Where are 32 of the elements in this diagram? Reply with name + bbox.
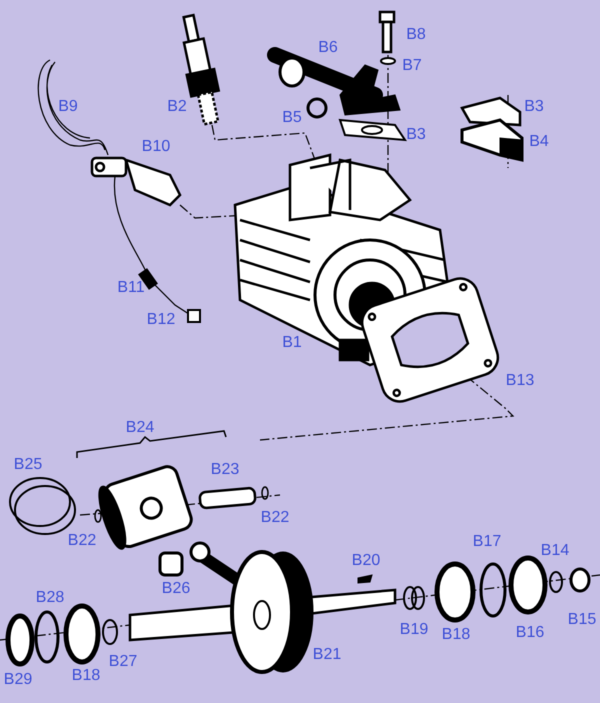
callout-number: B29 <box>4 671 32 689</box>
callout-number: B23 <box>210 461 240 479</box>
callout-number: B5 <box>282 109 302 127</box>
callout-number: B7 <box>402 57 422 75</box>
callout-number: B2 <box>167 98 187 116</box>
callout-number: B6 <box>318 39 338 57</box>
callout-number: B15 <box>568 611 596 629</box>
callout-number: B14 <box>540 542 570 560</box>
callout-number: B18 <box>72 667 100 685</box>
callout-number: B20 <box>352 552 380 570</box>
callout-number: B17 <box>472 533 502 551</box>
callout-number: B11 <box>117 279 145 297</box>
callout-number: B19 <box>400 621 428 639</box>
callout-number: B12 <box>146 311 176 329</box>
callout-number: B22 <box>260 509 290 527</box>
callout-number: B16 <box>516 624 544 642</box>
callout-number: B10 <box>142 138 170 156</box>
callout-number: B27 <box>108 653 138 671</box>
callout-number: B18 <box>442 626 470 644</box>
callout-number: B4 <box>529 133 549 151</box>
callout-number: B1 <box>282 334 302 352</box>
callout-number: B21 <box>312 646 342 664</box>
callout-number: B8 <box>406 26 426 44</box>
callout-number: B28 <box>36 589 64 607</box>
callout-number: B22 <box>68 532 96 550</box>
callout-number: B9 <box>58 98 78 116</box>
callout-number: B3 <box>406 126 426 144</box>
callout-number: B3 <box>524 98 544 116</box>
callout-number: B25 <box>14 456 42 474</box>
callout-number: B13 <box>506 372 534 390</box>
callout-number: B26 <box>162 580 190 598</box>
callout-number: B24 <box>126 419 154 437</box>
